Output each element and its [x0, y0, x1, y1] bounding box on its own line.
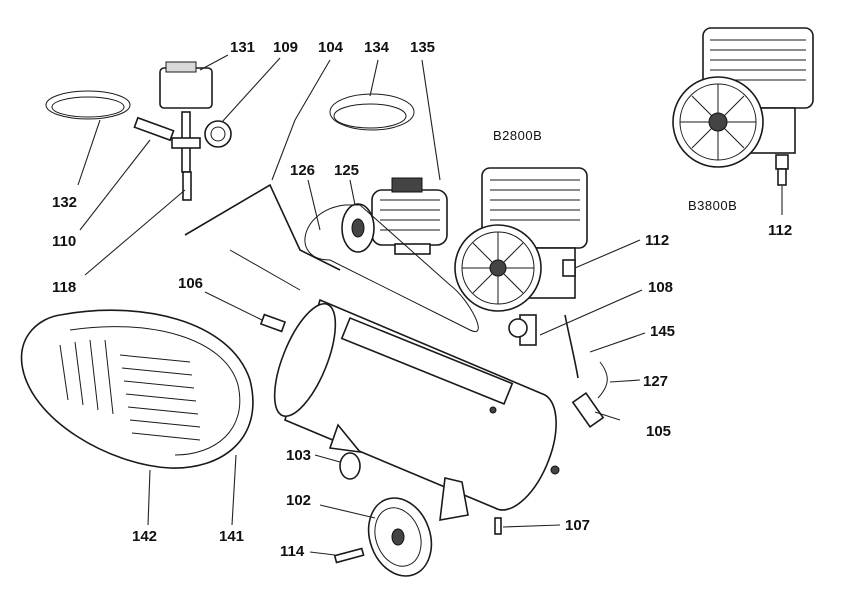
part-label-141: 141 — [219, 528, 244, 545]
part-label-125: 125 — [334, 162, 359, 179]
part-label-112-b: 112 — [768, 222, 792, 239]
part-label-106: 106 — [178, 275, 203, 292]
nonreturn-hose — [564, 314, 608, 399]
manifold-tee — [171, 111, 201, 201]
pump-head-b3800b — [672, 27, 814, 186]
air-tank — [273, 298, 560, 521]
part-label-102: 102 — [286, 492, 311, 509]
safety-valve — [259, 313, 287, 333]
gauge-regulator — [508, 314, 537, 346]
part-label-104: 104 — [318, 39, 344, 56]
outlet-tap — [571, 392, 605, 428]
axle-bolt — [333, 547, 365, 564]
part-label-135: 135 — [410, 39, 435, 56]
part-label-118: 118 — [52, 279, 76, 296]
power-cord — [45, 90, 131, 120]
check-valve — [133, 116, 175, 142]
wheel — [367, 497, 433, 577]
part-label-127: 127 — [643, 373, 668, 390]
motor-cable — [329, 93, 415, 131]
model-label-b2800b: B2800B — [493, 128, 542, 143]
electric-motor — [341, 177, 448, 255]
pressure-switch — [159, 61, 213, 109]
part-label-103: 103 — [286, 447, 311, 464]
part-label-110: 110 — [52, 233, 76, 250]
delivery-pipe — [184, 183, 341, 271]
part-label-105: 105 — [646, 423, 671, 440]
part-label-107: 107 — [565, 517, 590, 534]
part-label-108: 108 — [648, 279, 673, 296]
part-label-132: 132 — [52, 194, 77, 211]
part-label-145: 145 — [650, 323, 675, 340]
part-label-131: 131 — [230, 39, 255, 56]
part-label-134: 134 — [364, 39, 390, 56]
part-label-114: 114 — [280, 543, 305, 560]
drive-belt — [304, 204, 479, 333]
part-label-109: 109 — [273, 39, 298, 56]
pump-head-b2800b — [454, 167, 588, 312]
pressure-gauge — [204, 120, 232, 148]
leader-lines — [77, 54, 646, 556]
drain-valve — [494, 517, 502, 535]
foot-bracket — [339, 452, 361, 480]
part-label-142: 142 — [132, 528, 157, 545]
model-label-b3800b: B3800B — [688, 198, 737, 213]
belt-guard — [20, 309, 254, 469]
part-label-112-a: 112 — [645, 232, 669, 249]
part-label-126: 126 — [290, 162, 315, 179]
